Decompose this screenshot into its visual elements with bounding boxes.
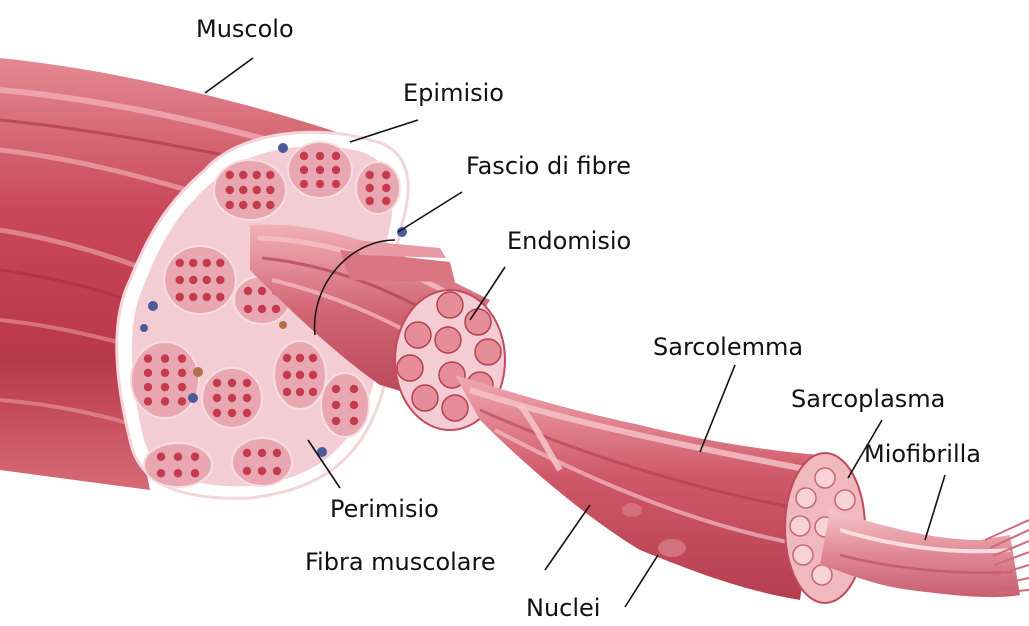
fibre-profile xyxy=(397,355,423,381)
fascicle xyxy=(164,246,236,314)
label-perimisio: Perimisio xyxy=(330,495,439,523)
myofibril-profile xyxy=(790,516,810,536)
fascicle xyxy=(274,341,326,409)
label-endomisio: Endomisio xyxy=(507,227,631,255)
fibre-profile xyxy=(435,327,461,353)
fibre-profile xyxy=(475,339,501,365)
myofibril-profile xyxy=(796,488,816,508)
myofibril-profile xyxy=(815,468,835,488)
fibre-profile xyxy=(437,292,463,318)
fascicle xyxy=(131,342,199,418)
myofibril-profile xyxy=(793,545,813,565)
label-fascio-di-fibre: Fascio di fibre xyxy=(466,152,631,180)
fascicle xyxy=(321,373,369,437)
label-miofibrilla: Miofibrilla xyxy=(864,440,981,468)
fascicle xyxy=(356,162,400,214)
fascicle xyxy=(144,443,212,487)
fascicle xyxy=(202,368,262,428)
fibre-profile xyxy=(442,395,468,421)
myofibril-profile xyxy=(835,490,855,510)
fibre-profile xyxy=(412,385,438,411)
label-nuclei: Nuclei xyxy=(526,594,600,622)
fibre-profile xyxy=(405,322,431,348)
fascicle xyxy=(214,160,286,220)
fascicle xyxy=(232,438,292,486)
label-sarcolemma: Sarcolemma xyxy=(653,333,803,361)
label-sarcoplasma: Sarcoplasma xyxy=(791,385,945,413)
label-fibra-muscolare: Fibra muscolare xyxy=(305,548,496,576)
label-muscolo: Muscolo xyxy=(196,15,294,43)
fascicle xyxy=(288,142,352,198)
fibre-profile xyxy=(465,309,491,335)
myofibril-profile xyxy=(812,565,832,585)
label-epimisio: Epimisio xyxy=(403,79,504,107)
